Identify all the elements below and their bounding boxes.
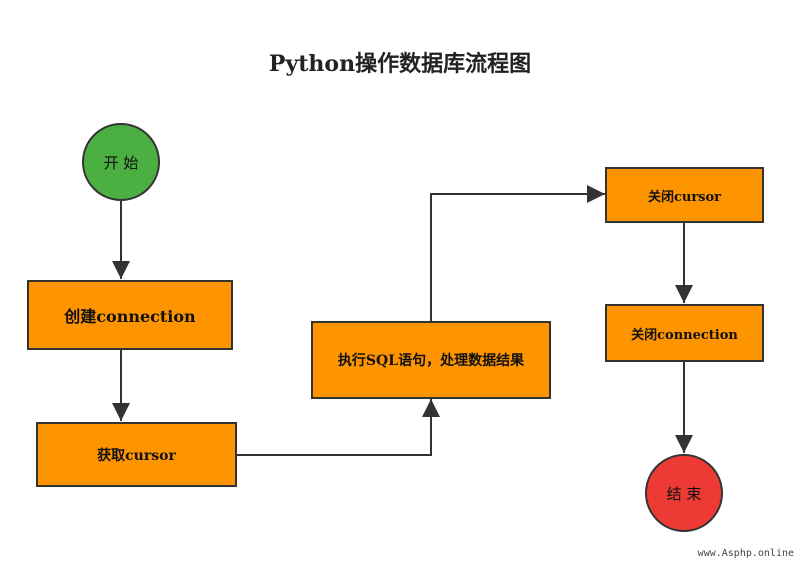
execute-sql-node: 执行SQL语句，处理数据结果: [311, 321, 551, 399]
diagram-title: Python操作数据库流程图: [268, 51, 532, 77]
close-cursor-label: 关闭cursor: [647, 189, 722, 205]
watermark: www.Asphp.online: [697, 548, 794, 559]
get-cursor-node: 获取cursor: [36, 422, 237, 487]
execute-sql-label: 执行SQL语句，处理数据结果: [337, 353, 525, 369]
end-node: 结 束: [645, 454, 723, 532]
create-connection-node: 创建connection: [27, 280, 233, 350]
arrow-execute-to-close-cursor: [430, 185, 605, 321]
end-node-label: 结 束: [666, 484, 702, 503]
create-connection-label: 创建connection: [64, 307, 196, 326]
close-connection-label: 关闭connection: [631, 327, 738, 343]
close-connection-node: 关闭connection: [605, 304, 764, 362]
arrow-cursor-to-execute: [237, 399, 440, 456]
close-cursor-node: 关闭cursor: [605, 167, 764, 223]
get-cursor-label: 获取cursor: [97, 447, 176, 464]
start-node: 开 始: [82, 123, 160, 201]
start-node-label: 开 始: [103, 153, 139, 172]
